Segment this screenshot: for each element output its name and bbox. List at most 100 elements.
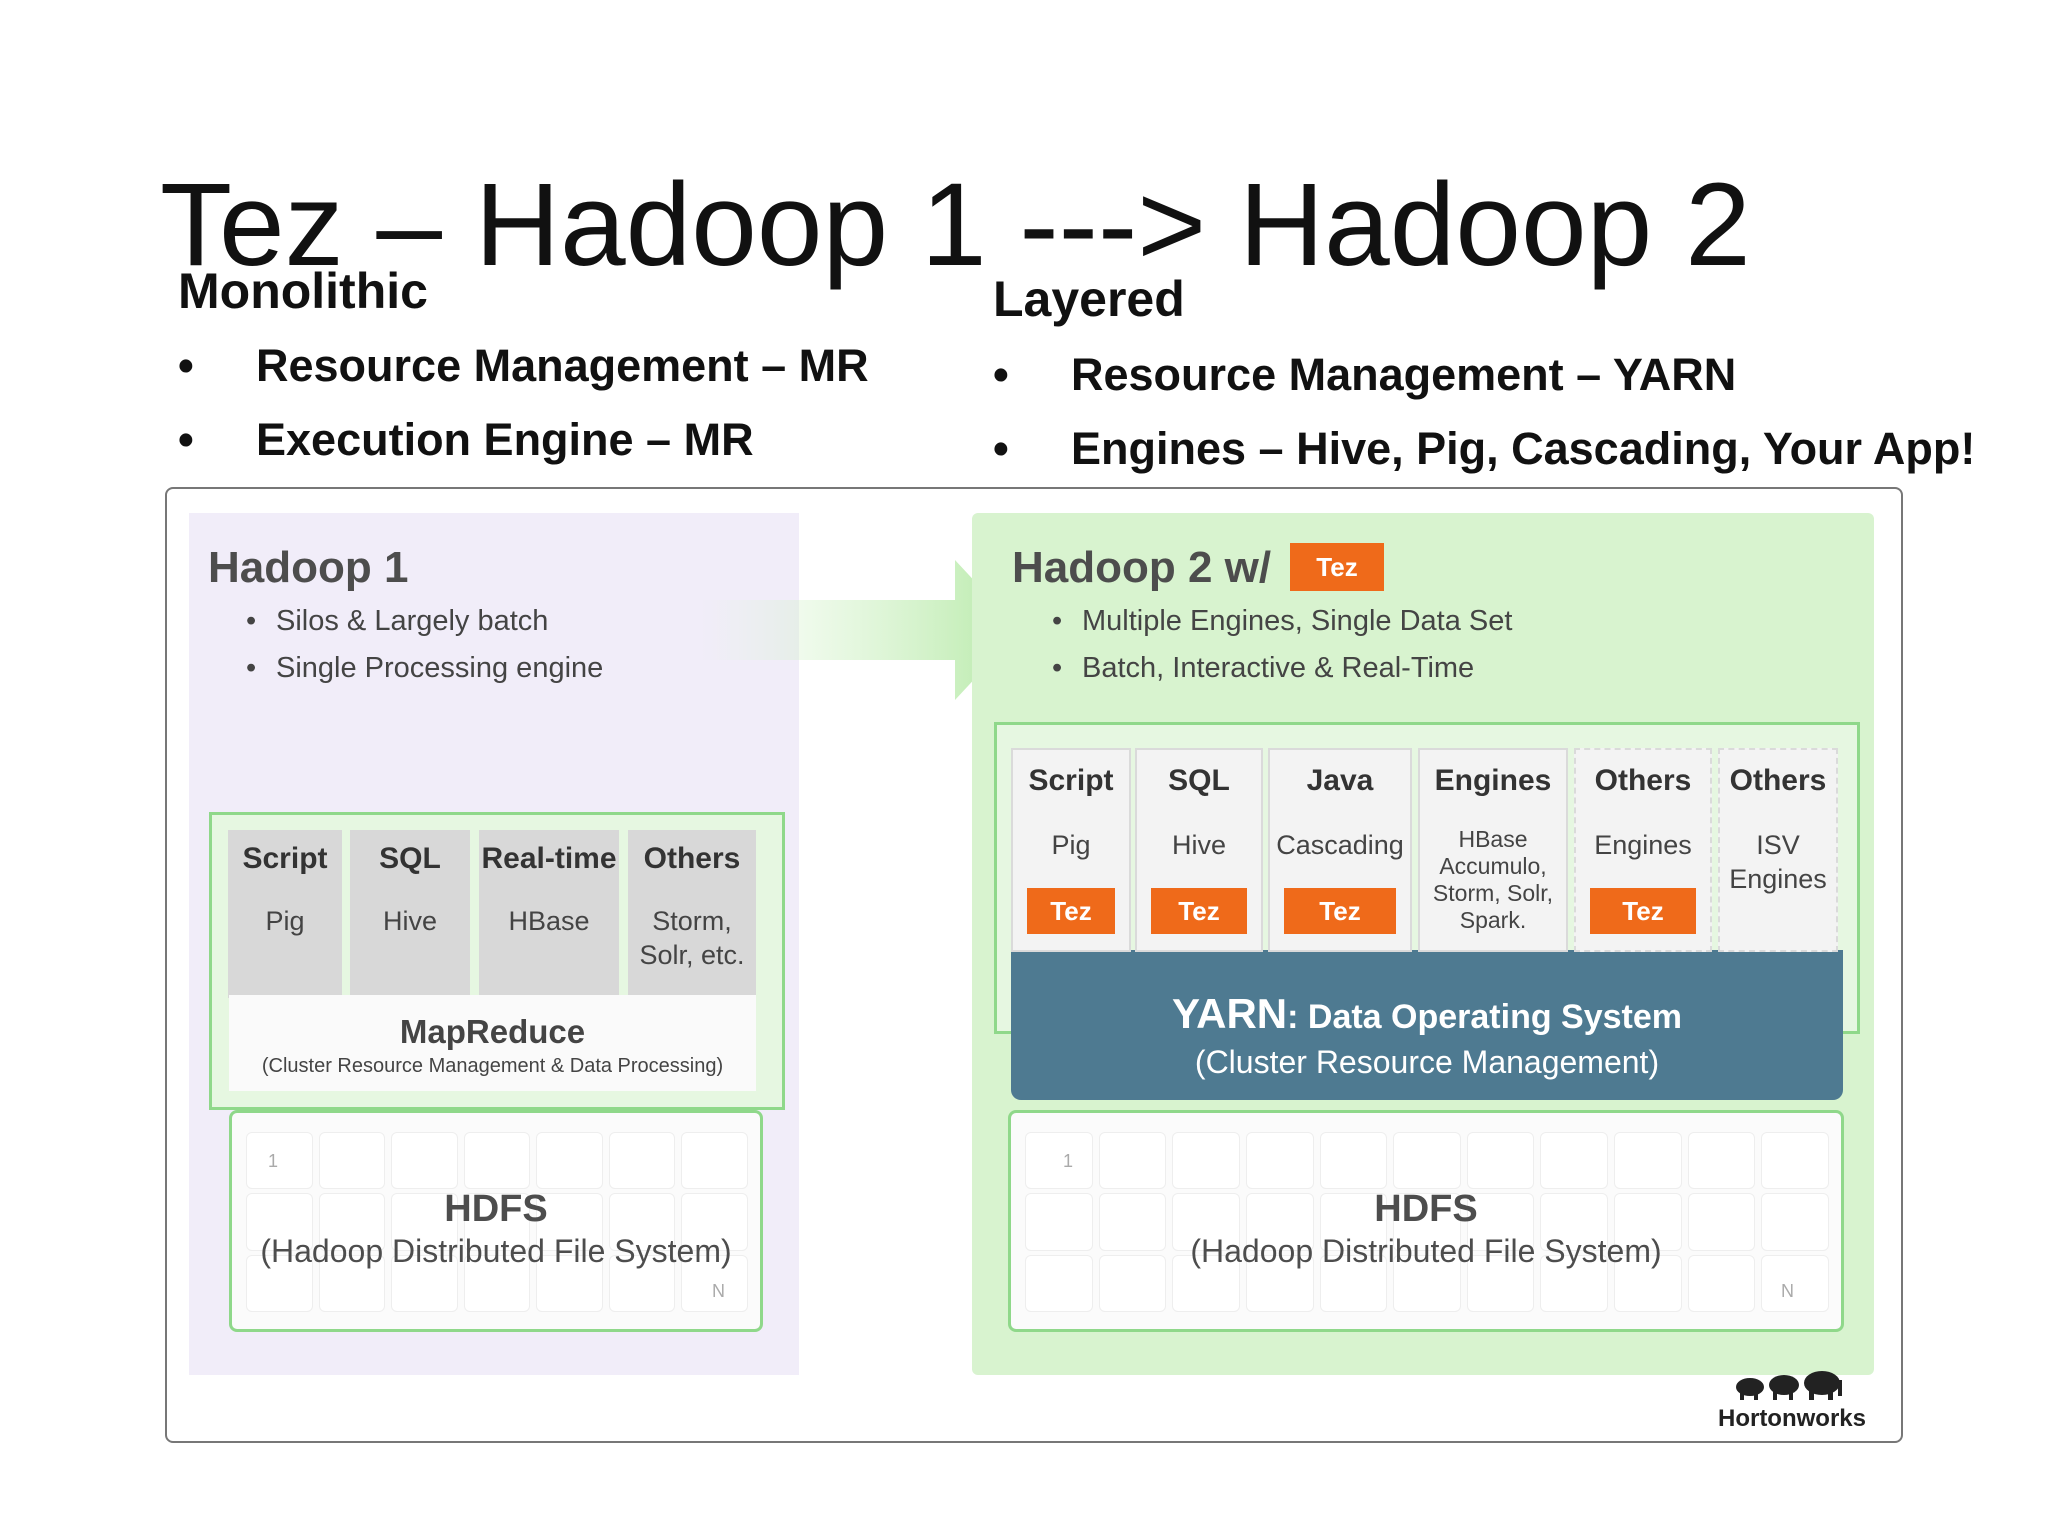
right-bullet-1: •Resource Management – YARN xyxy=(993,349,1737,400)
bullet-dot: • xyxy=(1052,605,1063,637)
hdfs-node-cell xyxy=(463,1132,531,1190)
hdfs-node-cell xyxy=(246,1132,313,1190)
mapreduce-title: MapReduce xyxy=(399,1013,586,1050)
hdfs-node-cell xyxy=(1540,1193,1609,1251)
hdfs-node-cell xyxy=(1614,1132,1682,1190)
hortonworks-logo: Hortonworks xyxy=(1712,1370,1872,1432)
hdfs-node-cell xyxy=(1687,1132,1756,1190)
logo-text: Hortonworks xyxy=(1717,1405,1866,1432)
elephant-icon xyxy=(1736,1371,1842,1400)
hdfs-node-cell xyxy=(246,1254,313,1312)
hdfs-node-cell xyxy=(1466,1193,1535,1251)
hdfs-node-cell xyxy=(318,1193,386,1251)
node-last-label: N xyxy=(712,1281,725,1301)
hdfs-node-cell xyxy=(1025,1132,1093,1190)
hdfs-node-grid xyxy=(1021,1129,1831,1313)
hdfs-title: HDFS xyxy=(444,1188,548,1230)
hdfs-node-cell xyxy=(391,1193,458,1251)
slide-title: Tez – Hadoop 1 ---> Hadoop 2 xyxy=(160,159,1751,291)
hdfs-title: HDFS xyxy=(1374,1188,1478,1230)
hdfs-node-cell xyxy=(1098,1254,1167,1312)
hdfs-node-cell xyxy=(1172,1254,1240,1312)
hdfs-node-cell xyxy=(536,1193,603,1251)
hdfs-node-cell xyxy=(1540,1132,1609,1190)
hdfs-node-cell xyxy=(1025,1193,1093,1251)
hdfs-node-cell xyxy=(1614,1193,1682,1251)
mapreduce-layer: MapReduce (Cluster Resource Management &… xyxy=(229,995,756,1091)
hdfs-node-cell xyxy=(1466,1254,1535,1312)
hadoop1-engine-script: Script Pig xyxy=(228,830,342,998)
hadoop2-engine-isv: Others ISV Engines xyxy=(1718,748,1838,952)
bullet-dot: • xyxy=(993,349,1009,400)
node-first-label: 1 xyxy=(268,1151,279,1171)
right-bullet-2: •Engines – Hive, Pig, Cascading, Your Ap… xyxy=(993,423,1976,474)
hdfs-node-cell xyxy=(1614,1254,1682,1312)
hdfs-subtitle: (Hadoop Distributed File System) xyxy=(260,1233,732,1269)
hdfs-node-cell xyxy=(1761,1132,1829,1190)
hdfs-node-cell xyxy=(681,1193,748,1251)
hadoop1-title: Hadoop 1 xyxy=(208,543,409,592)
bullet-dot: • xyxy=(178,414,194,465)
hdfs-node-cell xyxy=(1319,1132,1388,1190)
tez-badge: Tez xyxy=(1284,888,1396,934)
monolithic-heading: Monolithic xyxy=(178,263,428,319)
hdfs-node-cell xyxy=(1172,1193,1240,1251)
hdfs-node-cell xyxy=(463,1254,531,1312)
node-first-label: 1 xyxy=(1063,1151,1074,1171)
hadoop2-engine-others: Others Engines Tez xyxy=(1574,748,1712,952)
hdfs-node-cell xyxy=(1687,1254,1756,1312)
hdfs-subtitle: (Hadoop Distributed File System) xyxy=(1190,1233,1662,1269)
hdfs-node-cell xyxy=(463,1193,531,1251)
tez-badge: Tez xyxy=(1027,888,1115,934)
node-last-label: N xyxy=(1781,1281,1794,1301)
hdfs-node-cell xyxy=(536,1254,603,1312)
tez-badge: Tez xyxy=(1590,888,1696,934)
bullet-dot: • xyxy=(178,340,194,391)
hdfs-node-cell xyxy=(1540,1254,1609,1312)
hdfs-node-cell xyxy=(1393,1254,1461,1312)
hadoop2-title: Hadoop 2 w/ xyxy=(1012,543,1272,592)
hdfs-node-cell xyxy=(1098,1132,1167,1190)
hdfs-node-cell xyxy=(1025,1254,1093,1312)
bullet-dot: • xyxy=(1052,652,1063,684)
hdfs-node-cell xyxy=(1319,1193,1388,1251)
hadoop2-hdfs: 1 N HDFS (Hadoop Distributed File System… xyxy=(1008,1110,1844,1332)
bullet-dot: • xyxy=(246,605,257,637)
tez-badge: Tez xyxy=(1151,888,1247,934)
hdfs-node-cell xyxy=(318,1254,386,1312)
hadoop2-point-2: •Batch, Interactive & Real-Time xyxy=(1052,652,1475,684)
hadoop1-engine-realtime: Real-time HBase xyxy=(479,830,619,998)
hadoop2-engine-java: Java Cascading Tez xyxy=(1268,748,1412,952)
hdfs-node-cell xyxy=(1466,1132,1535,1190)
hdfs-node-cell xyxy=(608,1254,676,1312)
hdfs-node-cell xyxy=(1245,1193,1314,1251)
left-bullet-1: •Resource Management – MR xyxy=(178,340,869,391)
tez-badge: Tez xyxy=(1290,543,1384,591)
hdfs-node-cell xyxy=(1687,1193,1756,1251)
hdfs-node-cell xyxy=(391,1254,458,1312)
hadoop1-hdfs: 1 N HDFS (Hadoop Distributed File System… xyxy=(229,1110,763,1332)
hdfs-node-cell xyxy=(1393,1132,1461,1190)
hdfs-node-cell xyxy=(536,1132,603,1190)
mapreduce-subtitle: (Cluster Resource Management & Data Proc… xyxy=(261,1055,724,1077)
yarn-subtitle: (Cluster Resource Management) xyxy=(1194,1044,1660,1080)
hdfs-node-cell xyxy=(608,1132,676,1190)
hadoop1-engine-sql: SQL Hive xyxy=(350,830,470,998)
migration-arrow xyxy=(700,560,1020,700)
hdfs-node-cell xyxy=(681,1132,748,1190)
hdfs-node-cell xyxy=(608,1193,676,1251)
hdfs-node-cell xyxy=(391,1132,458,1190)
hadoop2-engine-engines: Engines HBase Accumulo, Storm, Solr, Spa… xyxy=(1418,748,1568,952)
hdfs-node-cell xyxy=(1761,1193,1829,1251)
yarn-title: YARN: Data Operating System xyxy=(1171,990,1683,1037)
hadoop1-engine-others: Others Storm, Solr, etc. xyxy=(628,830,756,998)
hdfs-node-cell xyxy=(246,1193,313,1251)
hdfs-node-grid xyxy=(242,1129,750,1313)
hdfs-node-cell xyxy=(681,1254,748,1312)
yarn-layer: YARN: Data Operating System (Cluster Res… xyxy=(1011,950,1843,1100)
hadoop2-point-1: •Multiple Engines, Single Data Set xyxy=(1052,605,1513,637)
hdfs-node-cell xyxy=(1393,1193,1461,1251)
hadoop1-point-1: •Silos & Largely batch xyxy=(246,605,549,637)
hdfs-node-cell xyxy=(1761,1254,1829,1312)
hadoop2-engine-sql: SQL Hive Tez xyxy=(1135,748,1263,952)
